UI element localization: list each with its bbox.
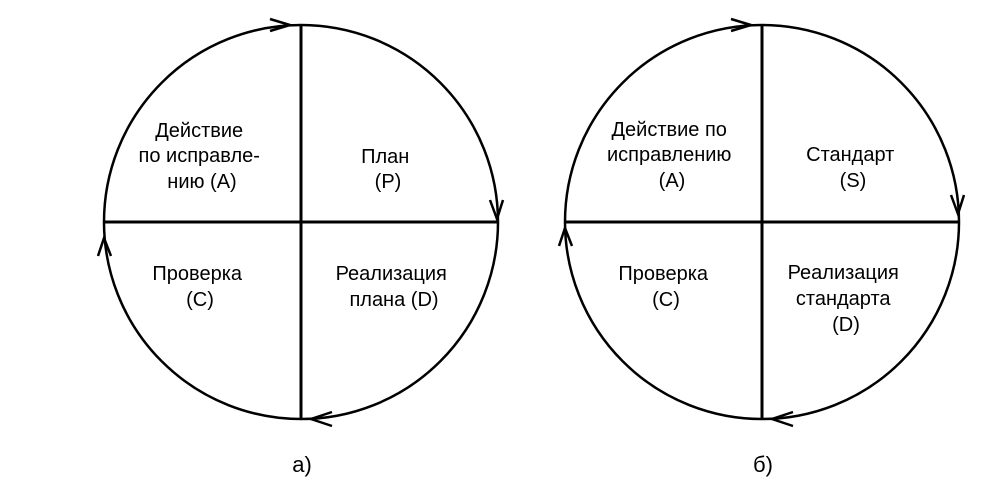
quadrant-label-standard-b: Стандарт (S)	[806, 144, 900, 192]
quadrant-label-act-a: Действие по исправле- нию (A)	[139, 120, 266, 193]
quadrant-label-do-b: Реализация стандарта (D)	[788, 262, 905, 336]
arrow-head-icon	[730, 17, 756, 33]
arrow-head-icon	[269, 17, 295, 33]
quadrant-label-act-b: Действие по исправлению (A)	[607, 119, 737, 192]
arrow-head-icon	[768, 410, 794, 428]
arrow-head-icon	[949, 194, 966, 218]
quadrant-label-plan-a: План (P)	[361, 146, 415, 193]
arrow-head-icon	[557, 224, 574, 247]
arrow-head-icon	[307, 410, 333, 428]
arrow-head-icon	[96, 234, 113, 257]
quadrant-label-check-a: Проверка (C)	[152, 263, 247, 311]
diagram-a: Действие по исправле- нию (A) План (P) П…	[96, 17, 505, 477]
diagram-b: Действие по исправлению (A) Стандарт (S)…	[557, 17, 966, 477]
diagram-caption-a: а)	[292, 452, 312, 477]
arrow-head-icon	[488, 199, 505, 223]
quadrant-label-do-a: Реализация плана (D)	[336, 263, 453, 311]
quadrant-label-check-b: Проверка (C)	[618, 263, 713, 311]
diagram-caption-b: б)	[753, 452, 773, 477]
